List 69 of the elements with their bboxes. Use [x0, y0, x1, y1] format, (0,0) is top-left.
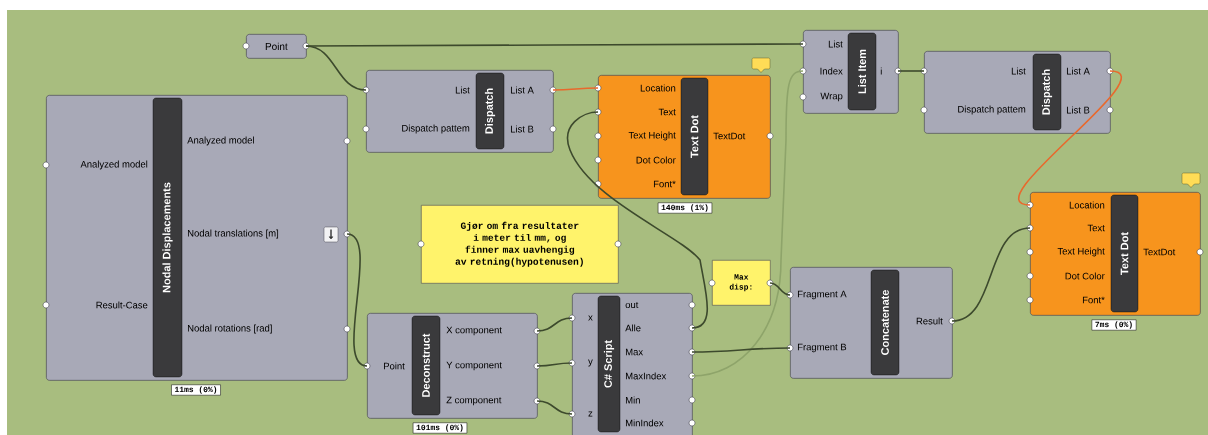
port-label: Font* [653, 180, 676, 188]
title-bar: List Item [847, 32, 877, 111]
port-label: Location [640, 84, 676, 92]
port-label: List [1011, 67, 1026, 75]
port-label: TextDot [1143, 248, 1176, 256]
title-bar: Nodal Displacements [152, 97, 183, 378]
wire [691, 347, 791, 353]
title-bar: Text Dot [680, 77, 709, 196]
port-label: Text Height [1057, 247, 1105, 257]
wire [566, 111, 709, 329]
port-label: Result [916, 317, 943, 325]
wire [769, 282, 791, 296]
title-bar: Deconstruct [411, 315, 441, 416]
port-label: Text Height [628, 131, 676, 141]
wire [552, 87, 599, 91]
port-label: Y component [446, 361, 502, 371]
note-panel: Gjør om fra resultater i meter til mm, og finner max uavhengig av retning(hypotenusen) [417, 205, 622, 284]
port-label: Nodal translations [m] [188, 229, 279, 239]
port-label: List B [511, 125, 534, 133]
port-label: y [588, 359, 593, 367]
parameter-box: Point [242, 34, 310, 59]
wire [1018, 70, 1122, 206]
port-label: Analyzed model [187, 136, 254, 146]
port-label: Dispatch pattem [958, 105, 1026, 115]
title-bar: Text Dot [1110, 194, 1139, 313]
port-label: Dot Color [1065, 272, 1105, 280]
port-label: out [625, 301, 639, 309]
port-label: Dot Color [636, 156, 676, 164]
wire [536, 317, 573, 332]
port-label: X component [446, 326, 502, 336]
port-label: Index [820, 67, 843, 75]
port-label: Font* [1082, 296, 1105, 304]
port-label: MaxIndex [626, 372, 667, 380]
port-label: x [588, 315, 593, 321]
wire [536, 400, 573, 415]
port-label: Alle [625, 324, 641, 332]
port-label: List A [511, 86, 534, 94]
port-label: Max [626, 348, 643, 356]
wire [346, 233, 368, 367]
title-bar: C# Script [597, 295, 621, 433]
port-label: z [588, 411, 593, 417]
title-bar: Dispatch [1032, 53, 1062, 131]
title-bar: Dispatch [475, 72, 505, 150]
port-label: Nodal rotations [rad] [188, 324, 272, 334]
port-label: Z component [446, 396, 502, 406]
port-label: Location [1069, 201, 1105, 209]
port-label: Dispatch pattem [402, 124, 470, 134]
port-label: List [455, 86, 470, 94]
wire [536, 362, 573, 367]
wire [691, 70, 804, 377]
port-label: List A [1067, 67, 1090, 75]
port-label: Min [626, 396, 640, 404]
port-label: List B [1067, 106, 1090, 114]
port-label: TextDot [713, 132, 746, 140]
wire [305, 45, 367, 91]
port-label: Text [658, 108, 676, 116]
port-label: MinIndex [626, 419, 664, 427]
port-label: Fragment A [798, 290, 847, 300]
wire [897, 70, 925, 72]
port-label: Fragment B [798, 343, 847, 353]
port-label: Analyzed model [80, 160, 148, 170]
port-label: List [828, 40, 843, 48]
port-label: Point [384, 362, 405, 370]
port-label: Wrap [820, 92, 843, 102]
port-label: Result-Case [96, 301, 148, 309]
title-bar: Concatenate [870, 269, 900, 376]
port-label: Text [1087, 224, 1105, 232]
wire [951, 227, 1031, 322]
port-label: i [880, 67, 882, 75]
